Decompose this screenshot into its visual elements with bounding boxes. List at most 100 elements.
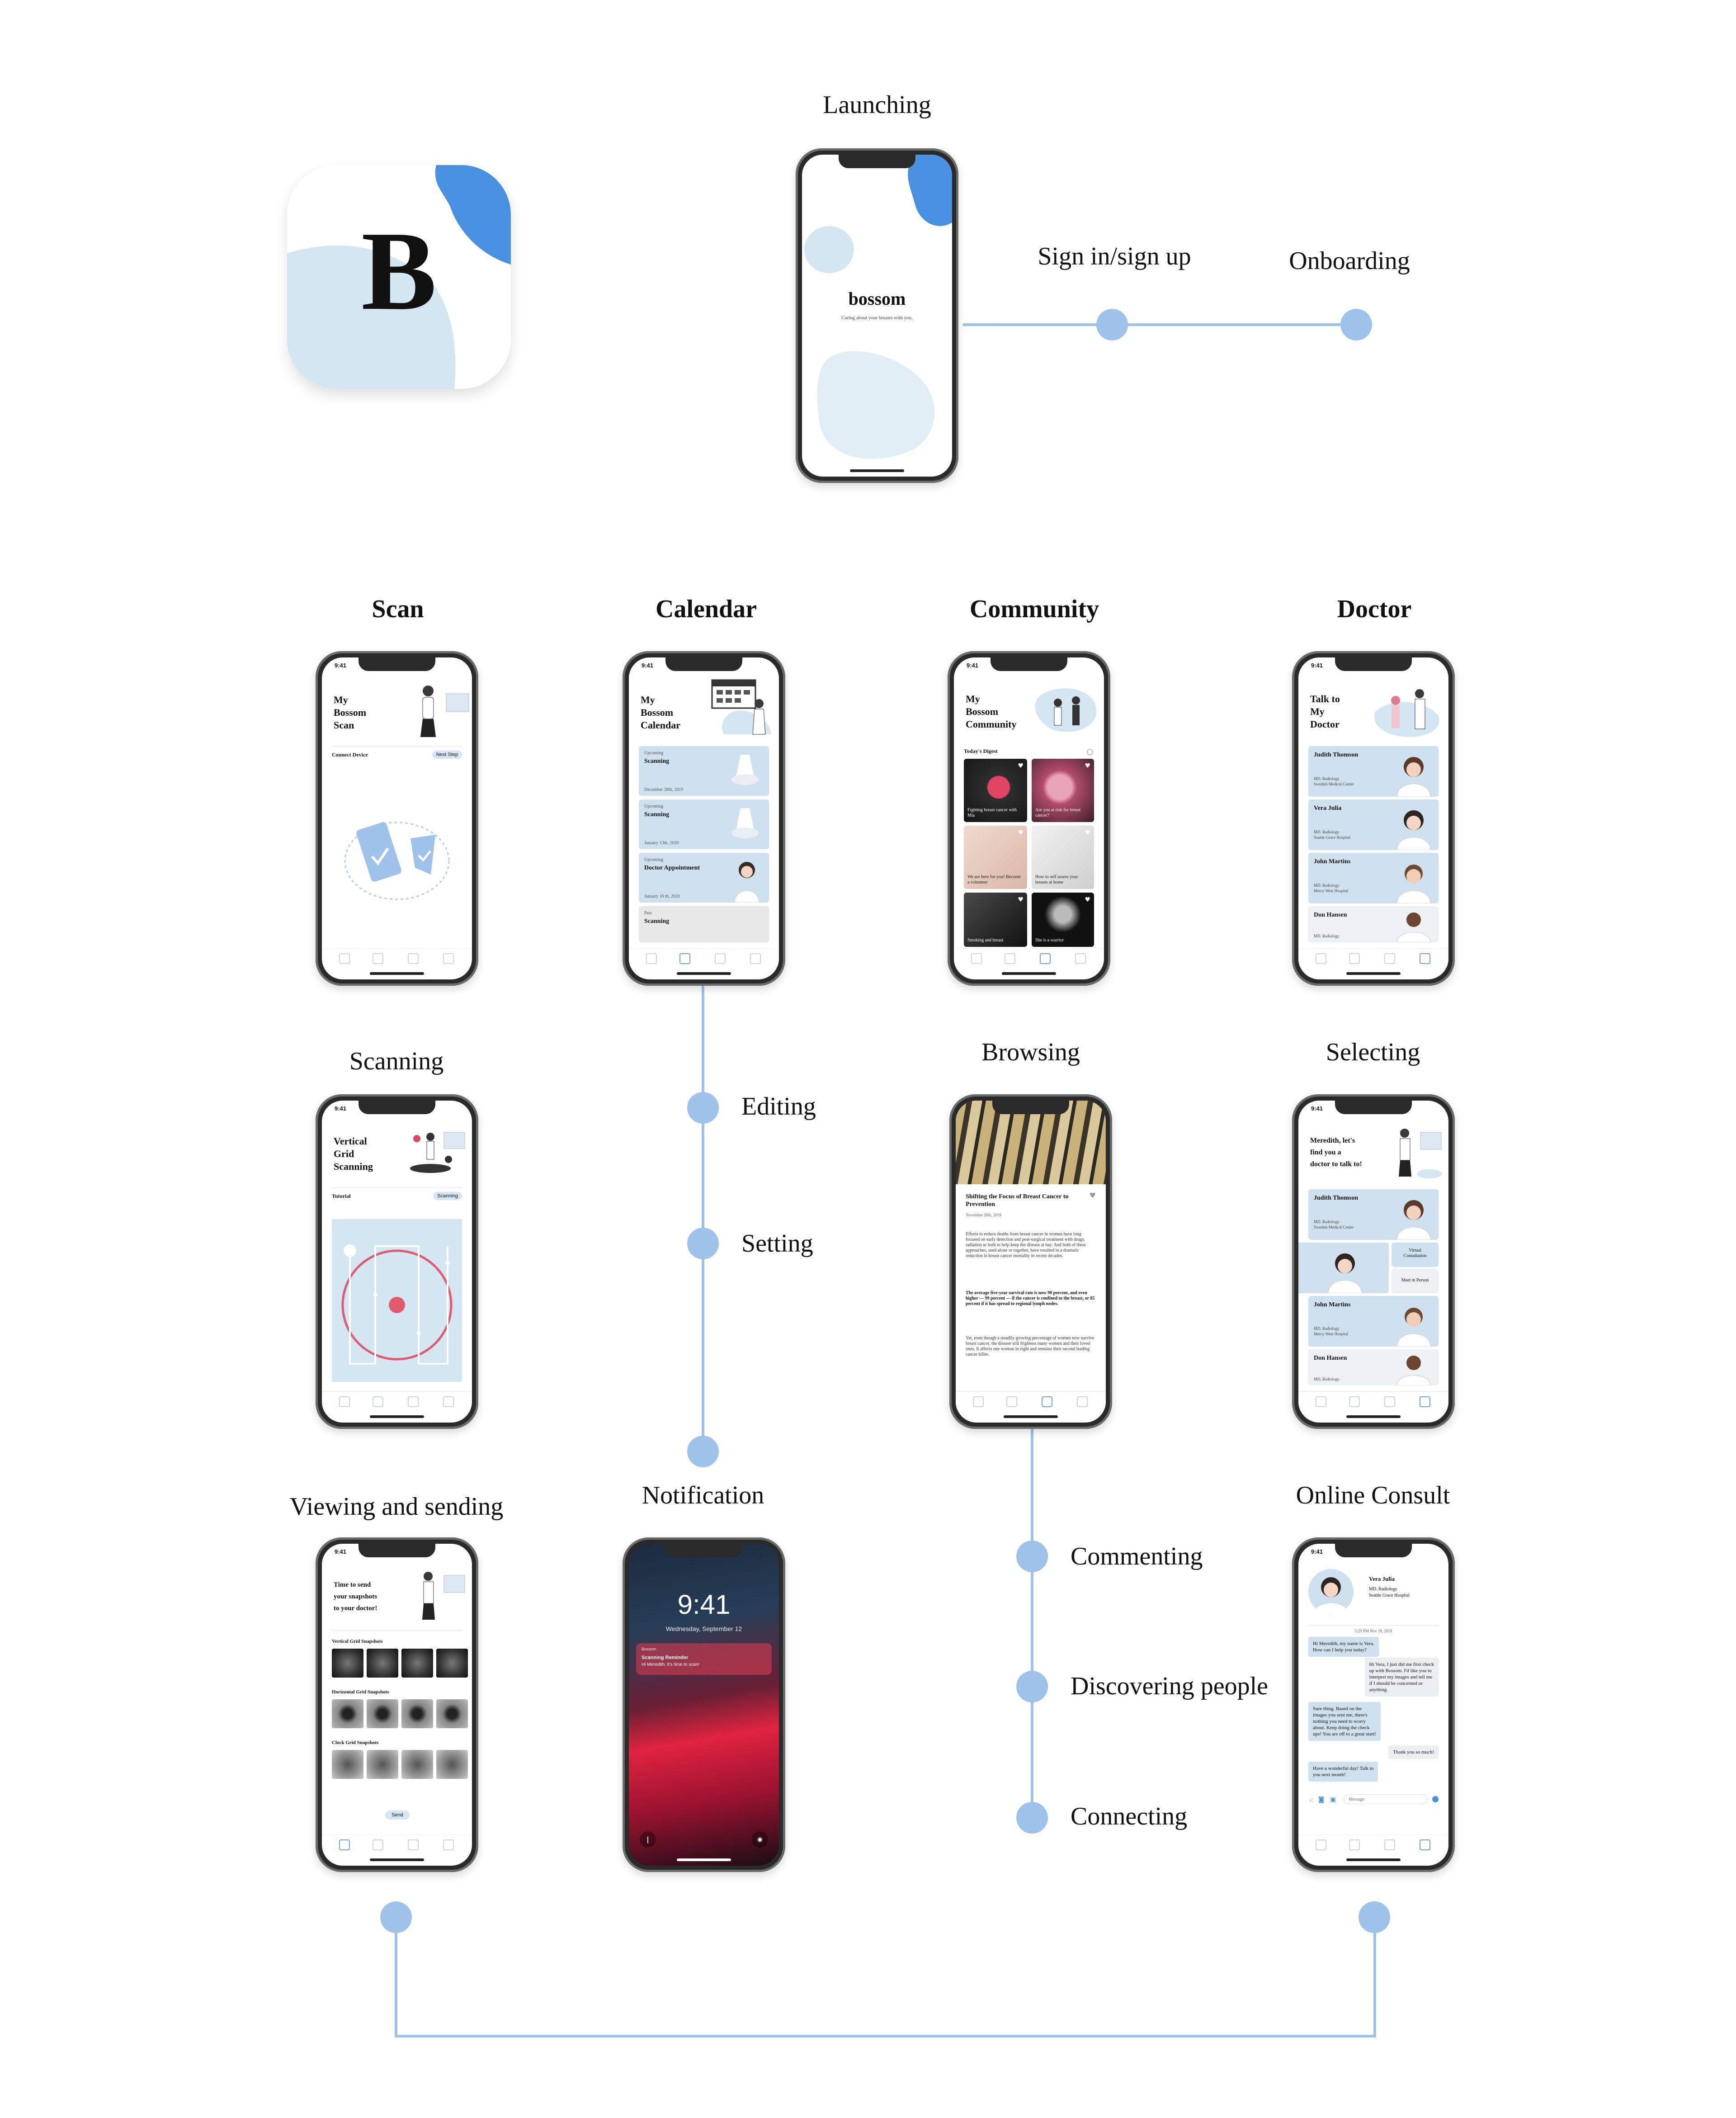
doctor-card[interactable]: John Martins MD. Radiology Mercy West Ho…: [1308, 853, 1439, 903]
post-card[interactable]: We are here for you! Become a volunteer …: [964, 826, 1027, 889]
grid-icon[interactable]: ⁙: [1308, 1797, 1314, 1804]
label-setting: Setting: [741, 1229, 813, 1258]
doctor-card[interactable]: Judith Thomson MD. Radiology Swedish Med…: [1308, 746, 1439, 797]
label-signin: Sign in/sign up: [1038, 242, 1191, 270]
tab-community-icon[interactable]: [1384, 953, 1395, 964]
post-card[interactable]: Smoking and breast ♥: [964, 893, 1027, 947]
article-paragraph: Yet, even though a steadily growing perc…: [966, 1336, 1094, 1357]
send-icon[interactable]: [1432, 1796, 1439, 1802]
tab-scan-icon[interactable]: [339, 1839, 350, 1850]
tab-doctor-icon[interactable]: [1420, 1839, 1430, 1850]
tab-scan-icon[interactable]: [1316, 1839, 1326, 1850]
tab-scan-icon[interactable]: [971, 953, 982, 964]
tab-doctor-icon[interactable]: [1420, 953, 1430, 964]
post-card[interactable]: How to self assess your breasts at home …: [1032, 826, 1094, 889]
search-icon[interactable]: [1087, 749, 1093, 755]
post-card[interactable]: Are you at risk for breast cancer? ♥: [1032, 759, 1094, 822]
tab-doctor-icon[interactable]: [1075, 953, 1086, 964]
tab-community-icon[interactable]: [1040, 953, 1051, 964]
snapshot-image[interactable]: [436, 1649, 468, 1678]
calendar-event-card[interactable]: Past Scanning: [639, 906, 769, 942]
tab-calendar-icon[interactable]: [1349, 1396, 1360, 1407]
camera-icon[interactable]: ◙: [1318, 1796, 1325, 1803]
heart-icon[interactable]: ♥: [1018, 762, 1024, 770]
calendar-event-card[interactable]: Upcoming Doctor Appointment January 16 t…: [639, 853, 769, 903]
snapshot-group-title: Horizontal Grid Snapshots: [332, 1689, 389, 1695]
divider: [332, 1187, 462, 1188]
snapshot-image[interactable]: [401, 1649, 433, 1678]
snapshot-image[interactable]: [332, 1699, 363, 1728]
snapshot-image[interactable]: [367, 1649, 398, 1678]
snapshot-image[interactable]: [401, 1699, 433, 1728]
camera-icon[interactable]: ◉: [752, 1831, 768, 1848]
tab-calendar-icon[interactable]: [1349, 953, 1360, 964]
doctor-card[interactable]: Don Hansen MD. Radiology: [1308, 1349, 1439, 1385]
tab-community-icon[interactable]: [1384, 1839, 1395, 1850]
send-button[interactable]: Send: [385, 1811, 410, 1820]
tab-community-icon[interactable]: [715, 953, 726, 964]
notification-card[interactable]: Bossom Scanning Reminder Hi Meredith, it…: [636, 1643, 772, 1675]
calendar-event-card[interactable]: Upcoming Scanning January 13th, 2020: [639, 799, 769, 849]
tab-community-icon[interactable]: [408, 953, 419, 964]
tab-doctor-icon[interactable]: [750, 953, 761, 964]
snapshot-image[interactable]: [436, 1750, 468, 1779]
snapshot-image[interactable]: [332, 1750, 363, 1779]
tab-calendar-icon[interactable]: [373, 1839, 383, 1850]
viewing-screen: 9:41 Time to send your snapshots to your…: [322, 1544, 472, 1866]
post-card[interactable]: She is a warrior ♥: [1032, 893, 1094, 947]
tab-community-icon[interactable]: [408, 1396, 419, 1407]
tab-scan-icon[interactable]: [339, 953, 350, 964]
post-card[interactable]: Fighting breast cancer with Mia ♥: [964, 759, 1027, 822]
heart-icon[interactable]: ♥: [1018, 896, 1024, 903]
flashlight-icon[interactable]: ǀ: [640, 1831, 656, 1848]
tab-scan-icon[interactable]: [1316, 1396, 1326, 1407]
tab-scan-icon[interactable]: [646, 953, 657, 964]
message-input[interactable]: [1344, 1794, 1428, 1804]
meet-in-person-option[interactable]: Meet in Person: [1392, 1269, 1439, 1293]
calendar-event-card[interactable]: Upcoming Scanning December 28th, 2019: [639, 746, 769, 796]
tab-scan-icon[interactable]: [1316, 953, 1326, 964]
tab-doctor-icon[interactable]: [443, 1396, 454, 1407]
doctor-card[interactable]: Vera Julia MD. Radiology Seattle Grace H…: [1308, 799, 1439, 850]
doctor-avatar: [1396, 810, 1431, 850]
image-icon[interactable]: ▣: [1330, 1796, 1336, 1803]
heart-icon[interactable]: ♥: [1085, 896, 1090, 903]
tab-doctor-icon[interactable]: [443, 953, 454, 964]
tab-doctor-icon[interactable]: [1077, 1396, 1088, 1407]
section-title: Today's Digest: [964, 748, 998, 754]
swiped-doctor-card[interactable]: [1298, 1243, 1389, 1293]
next-step-button[interactable]: Next Step: [432, 751, 462, 759]
snapshot-image[interactable]: [367, 1750, 398, 1779]
tab-calendar-icon[interactable]: [373, 953, 383, 964]
doctor-card[interactable]: Don Hansen MD. Radiology: [1308, 906, 1439, 942]
scanning-button[interactable]: Scanning: [433, 1192, 462, 1200]
heart-icon[interactable]: ♥: [1085, 829, 1090, 837]
tab-doctor-icon[interactable]: [1420, 1396, 1430, 1407]
doctor-card[interactable]: John Martins MD. Radiology Mercy West Ho…: [1308, 1296, 1439, 1347]
discovering-dot: [1016, 1671, 1048, 1702]
splash-app-name: bossom: [848, 288, 906, 309]
event-date: December 28th, 2019: [644, 787, 684, 792]
tab-calendar-icon[interactable]: [1006, 1396, 1017, 1407]
snapshot-image[interactable]: [367, 1699, 398, 1728]
tab-community-icon[interactable]: [1042, 1396, 1052, 1407]
woman-illustration: [420, 686, 469, 737]
tab-community-icon[interactable]: [1384, 1396, 1395, 1407]
tab-scan-icon[interactable]: [973, 1396, 984, 1407]
tab-doctor-icon[interactable]: [443, 1839, 454, 1850]
heart-icon[interactable]: ♥: [1085, 762, 1090, 770]
doctor-card[interactable]: Judith Thomson MD. Radiology Swedish Med…: [1308, 1189, 1439, 1240]
heart-icon[interactable]: ♥: [1018, 829, 1024, 837]
snapshot-image[interactable]: [436, 1699, 468, 1728]
heart-icon[interactable]: ♥: [1089, 1191, 1096, 1200]
home-indicator: [370, 1858, 424, 1861]
tab-community-icon[interactable]: [408, 1839, 419, 1850]
snapshot-image[interactable]: [401, 1750, 433, 1779]
tab-calendar-icon[interactable]: [679, 953, 690, 964]
tab-calendar-icon[interactable]: [373, 1396, 383, 1407]
snapshot-image[interactable]: [332, 1649, 363, 1678]
virtual-consultation-option[interactable]: Virtual Consultation: [1392, 1243, 1439, 1267]
tab-calendar-icon[interactable]: [1005, 953, 1015, 964]
tab-scan-icon[interactable]: [339, 1396, 350, 1407]
tab-calendar-icon[interactable]: [1349, 1839, 1360, 1850]
